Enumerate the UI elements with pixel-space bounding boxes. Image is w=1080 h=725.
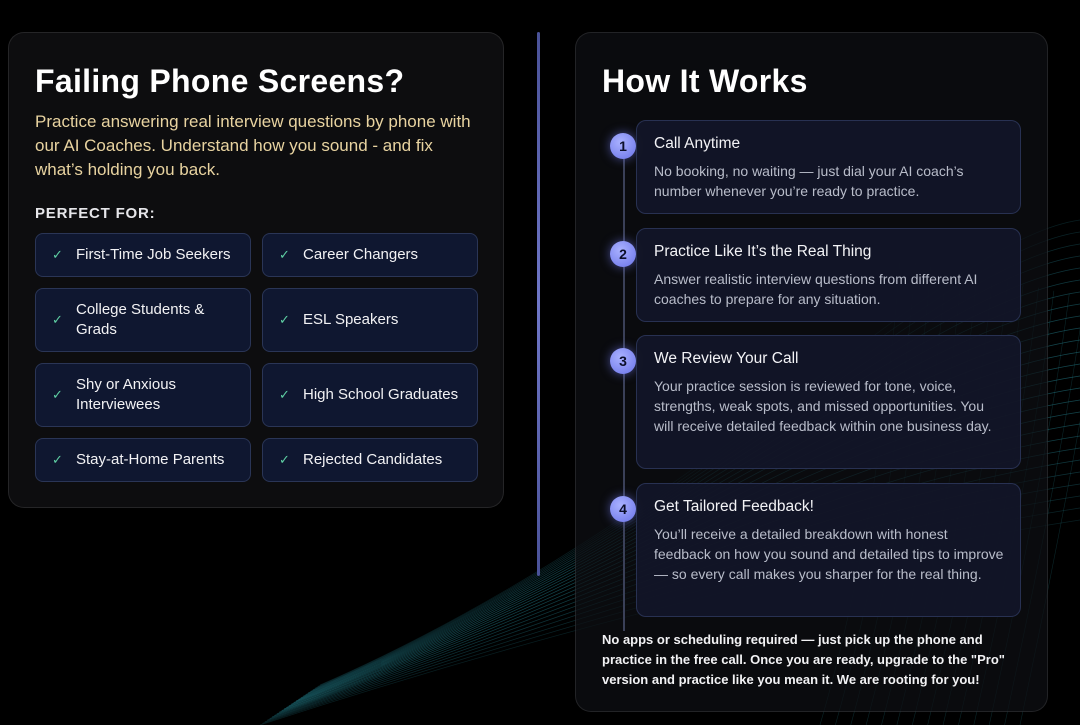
step-number-badge: 4 — [610, 496, 636, 522]
check-icon: ✓ — [52, 312, 63, 327]
audience-tag: ✓ Rejected Candidates — [262, 438, 478, 482]
vertical-divider — [537, 32, 540, 576]
audience-tag: ✓ First-Time Job Seekers — [35, 233, 251, 277]
step-number-badge: 3 — [610, 348, 636, 374]
check-icon: ✓ — [52, 387, 63, 402]
check-icon: ✓ — [52, 247, 63, 262]
audience-tag-label: ESL Speakers — [303, 311, 399, 328]
audience-tag: ✓ ESL Speakers — [262, 288, 478, 352]
step-title: Get Tailored Feedback! — [654, 498, 814, 515]
audience-tag-label: High School Graduates — [303, 386, 459, 403]
footer-note: No apps or scheduling required — just pi… — [602, 632, 1005, 687]
step-card: Get Tailored Feedback! You’ll receive a … — [636, 483, 1021, 617]
audience-tag: ✓ Career Changers — [262, 233, 478, 277]
step-description: Your practice session is reviewed for to… — [654, 378, 992, 434]
step-title: Call Anytime — [654, 135, 741, 152]
step-title: We Review Your Call — [654, 350, 799, 367]
audience-tag: ✓ College Students & Grads — [35, 288, 251, 352]
step-description: You’ll receive a detailed breakdown with… — [654, 526, 1004, 582]
step-card: Call Anytime No booking, no waiting — ju… — [636, 120, 1021, 214]
how-it-works-title: How It Works — [602, 63, 808, 99]
step-number-badge: 1 — [610, 133, 636, 159]
step-description: Answer realistic interview questions fro… — [654, 271, 978, 307]
audience-tag-label: Rejected Candidates — [303, 451, 443, 468]
audience-tag-label: Shy or Anxious Interviewees — [76, 376, 177, 413]
check-icon: ✓ — [279, 452, 290, 467]
perfect-for-heading: PERFECT FOR: — [35, 205, 156, 222]
step-card: We Review Your Call Your practice sessio… — [636, 335, 1021, 469]
step-title: Practice Like It’s the Real Thing — [654, 243, 872, 260]
timeline-line — [623, 141, 625, 631]
step-number-badge: 2 — [610, 241, 636, 267]
perfect-for-panel: Failing Phone Screens? Practice answerin… — [8, 32, 504, 508]
audience-tag: ✓ Shy or Anxious Interviewees — [35, 363, 251, 427]
audience-tag-label: Stay-at-Home Parents — [76, 451, 225, 468]
step-description: No booking, no waiting — just dial your … — [654, 163, 964, 199]
audience-tag: ✓ High School Graduates — [262, 363, 478, 427]
audience-tag-label: Career Changers — [303, 246, 419, 263]
check-icon: ✓ — [52, 452, 63, 467]
failing-phone-screens-title: Failing Phone Screens? — [35, 63, 405, 99]
step-card: Practice Like It’s the Real Thing Answer… — [636, 228, 1021, 322]
intro-text: Practice answering real interview questi… — [35, 112, 471, 179]
audience-tag-label: College Students & Grads — [76, 301, 205, 338]
check-icon: ✓ — [279, 247, 290, 262]
check-icon: ✓ — [279, 387, 290, 402]
check-icon: ✓ — [279, 312, 290, 327]
how-it-works-panel: How It Works 1 Call Anytime No booking, … — [575, 32, 1048, 712]
audience-tag: ✓ Stay-at-Home Parents — [35, 438, 251, 482]
audience-tag-label: First-Time Job Seekers — [76, 246, 231, 263]
